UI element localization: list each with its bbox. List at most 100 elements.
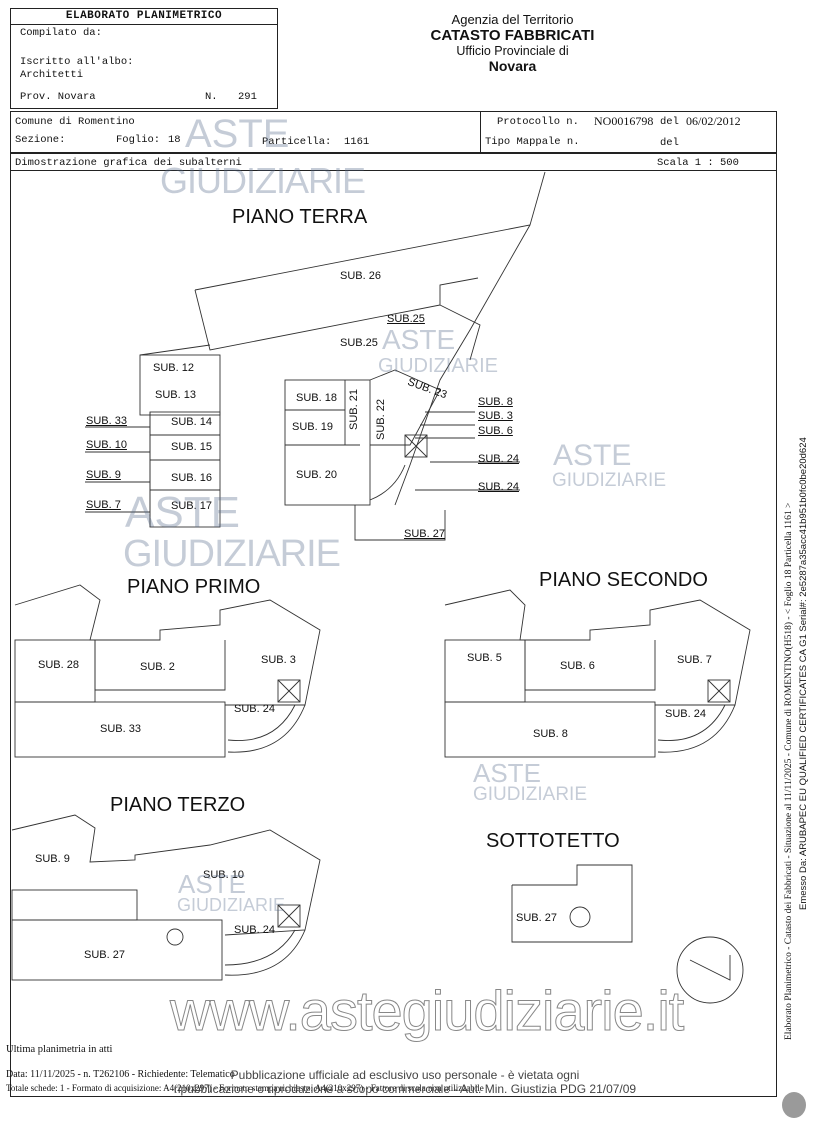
sub-label: SUB. 33 xyxy=(86,415,127,427)
sub-label: SUB. 26 xyxy=(340,270,381,282)
dimostrazione-row xyxy=(10,153,777,171)
drawing-frame-right xyxy=(776,171,777,1096)
sub-label: SUB. 9 xyxy=(86,469,121,481)
title-underline xyxy=(10,24,278,25)
side-text-line1: Elaborato Planimetrico - Catasto dei Fab… xyxy=(784,502,794,1040)
sub-label: SUB. 33 xyxy=(100,723,141,735)
sub-label: SUB. 8 xyxy=(533,728,568,740)
piano-terzo-title: PIANO TERZO xyxy=(110,794,246,816)
sub-label: SUB. 28 xyxy=(38,659,79,671)
dimostrazione-label: Dimostrazione grafica dei subalterni xyxy=(15,157,242,169)
watermark-giudiziarie: GIUDIZIARIE xyxy=(177,895,286,915)
footer-totale-line: Totale schede: 1 - Formato di acquisizio… xyxy=(6,1083,484,1093)
sezione-label: Sezione: xyxy=(15,134,66,146)
elaborato-title: ELABORATO PLANIMETRICO xyxy=(65,10,223,22)
publication-notice: Pubblicazione ufficiale ad esclusivo uso… xyxy=(170,1068,640,1096)
sub-label: SUB. 24 xyxy=(234,703,275,715)
sub-label: SUB. 6 xyxy=(478,425,513,437)
sub-label: SUB. 17 xyxy=(171,500,212,512)
footer-data-line: Data: 11/11/2025 - n. T262106 - Richiede… xyxy=(6,1069,235,1080)
compilato-da: Compilato da: xyxy=(20,27,102,39)
sub-label: SUB. 7 xyxy=(677,654,712,666)
sub-label: SUB. 8 xyxy=(478,396,513,408)
piano-terra-title: PIANO TERRA xyxy=(232,206,368,228)
sub-label: SUB. 24 xyxy=(234,924,275,936)
ufficio-provinciale: Ufficio Provinciale di xyxy=(456,44,569,58)
sub-label: SUB. 18 xyxy=(296,392,337,404)
sub-label: SUB. 3 xyxy=(261,654,296,666)
sub-label: SUB. 14 xyxy=(171,416,212,428)
sub-label: SUB. 24 xyxy=(665,708,706,720)
del-label: del xyxy=(660,116,679,128)
agency-name: Agenzia del Territorio xyxy=(451,12,574,27)
sub-label: SUB. 7 xyxy=(86,499,121,511)
sub-label: SUB. 27 xyxy=(404,528,445,540)
side-text-line2: Emesso Da: ARUBAPEC EU QUALIFIED CERTIFI… xyxy=(798,437,809,910)
sub-label: SUB. 9 xyxy=(35,853,70,865)
particella-value: 1161 xyxy=(344,136,370,148)
comune-label: Comune di Romentino xyxy=(15,116,135,128)
sottotetto-title: SOTTOTETTO xyxy=(486,830,620,852)
watermark-aste: ASTE xyxy=(553,439,632,472)
sub-label: SUB.25 xyxy=(387,313,425,325)
sub-label: SUB. 24 xyxy=(478,453,519,465)
watermark-url: www.astegiudiziarie.it xyxy=(169,979,684,1043)
protocollo-value: NO0016798 xyxy=(594,114,654,128)
watermark-aste-text: ASTE xyxy=(185,112,290,156)
del-label-2: del xyxy=(660,137,679,149)
protocollo-date: 06/02/2012 xyxy=(686,114,741,128)
particella-label: Particella: xyxy=(262,136,332,148)
n-value: 291 xyxy=(238,91,257,103)
tipo-mappale-label: Tipo Mappale n. xyxy=(485,136,580,148)
iscritto-albo: Iscritto all'albo: xyxy=(20,56,134,68)
foglio-value: 18 xyxy=(168,134,181,146)
publication-notice-line1: Pubblicazione ufficiale ad esclusivo uso… xyxy=(230,1068,580,1082)
seal-badge-icon xyxy=(782,1092,806,1118)
sub-label: SUB. 2 xyxy=(140,661,175,673)
sub-label: SUB. 16 xyxy=(171,472,212,484)
sub-label: SUB. 10 xyxy=(203,869,244,881)
ultima-planimetria: Ultima planimetria in atti xyxy=(6,1044,113,1055)
sub-label: SUB. 23 xyxy=(405,376,449,402)
sub-label: SUB. 24 xyxy=(478,481,519,493)
sub-label: SUB. 5 xyxy=(467,652,502,664)
sub-label: SUB.25 xyxy=(340,337,378,349)
sub-label: SUB. 10 xyxy=(86,439,127,451)
watermark-giudiziarie: GIUDIZIARIE xyxy=(160,160,366,201)
watermark-aste: ASTE xyxy=(178,869,246,899)
publication-notice-line2: ripubblicazione o riproduzione a scopo c… xyxy=(173,1082,637,1096)
drawing-frame-bottom xyxy=(10,1096,777,1097)
sub-label: SUB. 20 xyxy=(296,469,337,481)
ufficio-city: Novara xyxy=(488,58,537,74)
catasto-fabbricati: CATASTO FABBRICATI xyxy=(430,27,595,44)
piano-primo-title: PIANO PRIMO xyxy=(127,576,261,598)
info-table-divider xyxy=(480,111,481,153)
prov-label: Prov. Novara xyxy=(20,91,96,103)
watermark-aste: ASTE xyxy=(125,488,240,537)
watermark-giudiziarie: GIUDIZIARIE xyxy=(473,784,588,805)
watermark-giudiziarie: GIUDIZIARIE xyxy=(123,533,341,575)
protocollo-label: Protocollo n. xyxy=(497,116,579,128)
sub-label: SUB. 13 xyxy=(155,389,196,401)
sub-label: SUB. 19 xyxy=(292,421,333,433)
sub-label: SUB. 21 xyxy=(348,389,360,430)
albo-value: Architetti xyxy=(20,69,84,81)
n-label: N. xyxy=(205,91,218,103)
sub-label: SUB. 12 xyxy=(153,362,194,374)
agency-block: Agenzia del Territorio CATASTO FABBRICAT… xyxy=(400,12,625,74)
watermark-giudiziarie: GIUDIZIARIE xyxy=(378,355,499,377)
sub-label: SUB. 27 xyxy=(84,949,125,961)
foglio-label: Foglio: xyxy=(116,134,161,146)
sub-label: SUB. 6 xyxy=(560,660,595,672)
info-table xyxy=(10,111,777,153)
watermark-aste: ASTE xyxy=(473,758,541,788)
sub-label: SUB. 3 xyxy=(478,410,513,422)
sub-label: SUB. 27 xyxy=(516,912,557,924)
drawing-frame-left xyxy=(10,171,11,1096)
sub-label: SUB. 15 xyxy=(171,441,212,453)
elaborato-box xyxy=(10,8,278,109)
piano-secondo-title: PIANO SECONDO xyxy=(539,569,708,591)
watermark-giudiziarie: GIUDIZIARIE xyxy=(552,470,667,491)
scala-label: Scala 1 : 500 xyxy=(657,157,739,169)
watermark-aste: ASTE xyxy=(382,324,456,355)
